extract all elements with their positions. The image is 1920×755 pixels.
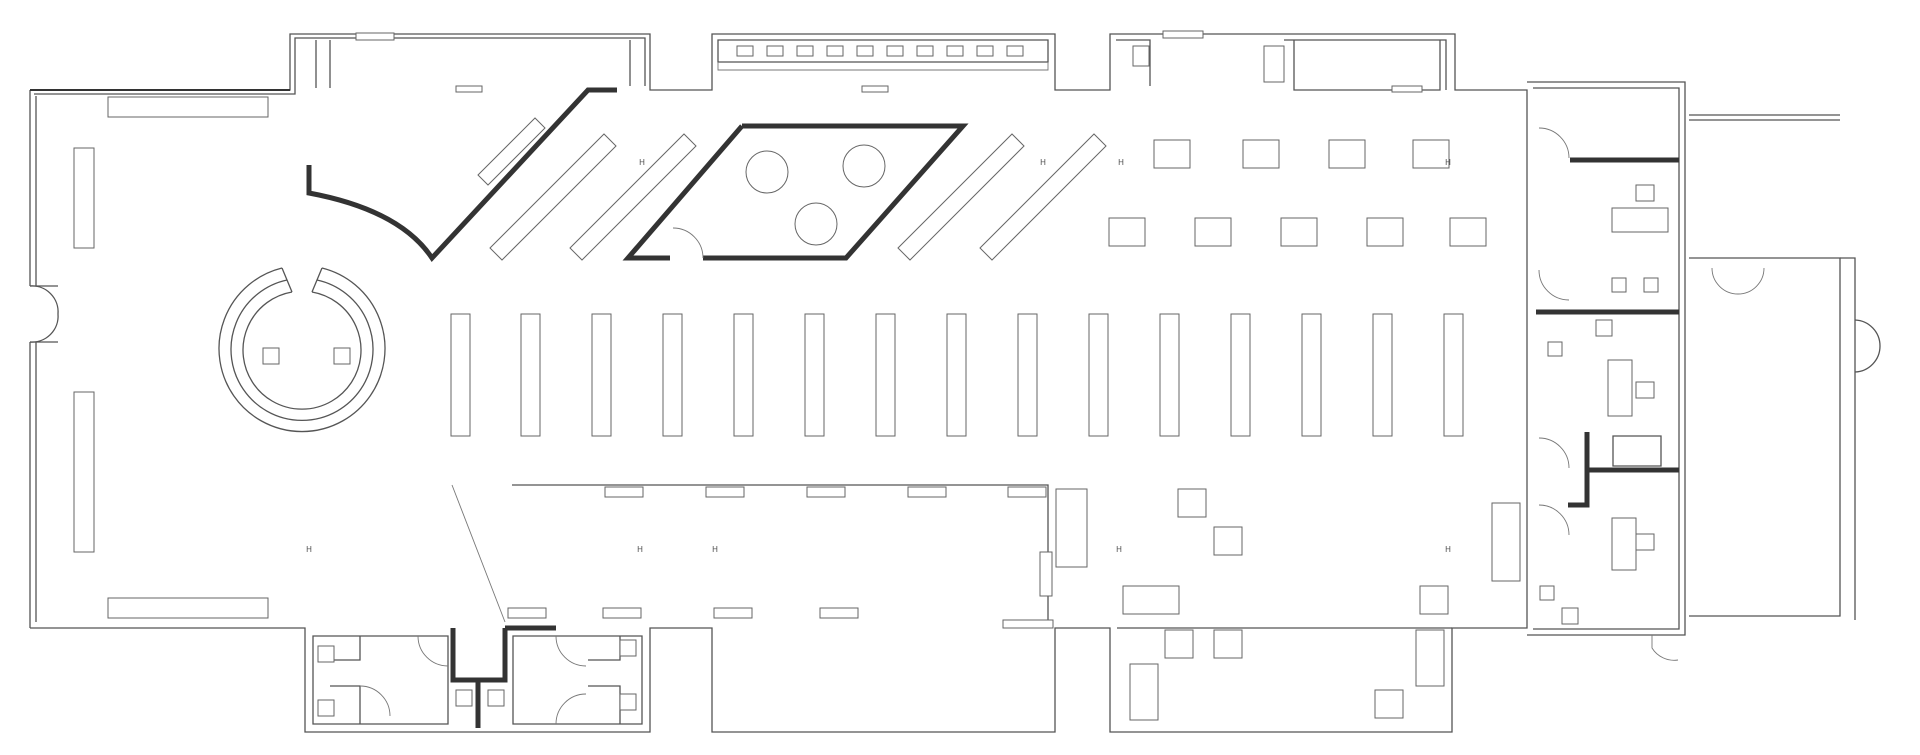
marker-h: H: [1116, 545, 1122, 554]
book-stacks: [450, 313, 1464, 437]
restrooms: [312, 628, 643, 728]
marker-h: H: [1040, 158, 1046, 167]
north-alcoves: [315, 30, 1447, 93]
marker-h: H: [639, 158, 645, 167]
east-offices: [1527, 81, 1686, 661]
angled-stacks: [477, 117, 1107, 261]
east-annex: [1689, 114, 1881, 620]
south-hall: [451, 484, 1088, 638]
marker-h: H: [1445, 545, 1451, 554]
counter-stools: [717, 45, 1049, 71]
marker-h: H: [637, 545, 643, 554]
angled-study-room: [622, 123, 969, 261]
perimeter-shelves: [73, 96, 269, 619]
exterior-walls: [29, 33, 1528, 733]
lounge-area: [1117, 488, 1521, 721]
curved-feature-wall: [306, 87, 617, 263]
circular-reading-area: [218, 267, 386, 433]
marker-h: H: [712, 545, 718, 554]
marker-h: H: [1445, 158, 1451, 167]
ceiling-markers: H H H H H H H H H: [306, 158, 1451, 554]
west-entrance-doors: [29, 285, 59, 343]
reading-tables: [1108, 139, 1487, 247]
marker-h: H: [306, 545, 312, 554]
marker-h: H: [1118, 158, 1124, 167]
